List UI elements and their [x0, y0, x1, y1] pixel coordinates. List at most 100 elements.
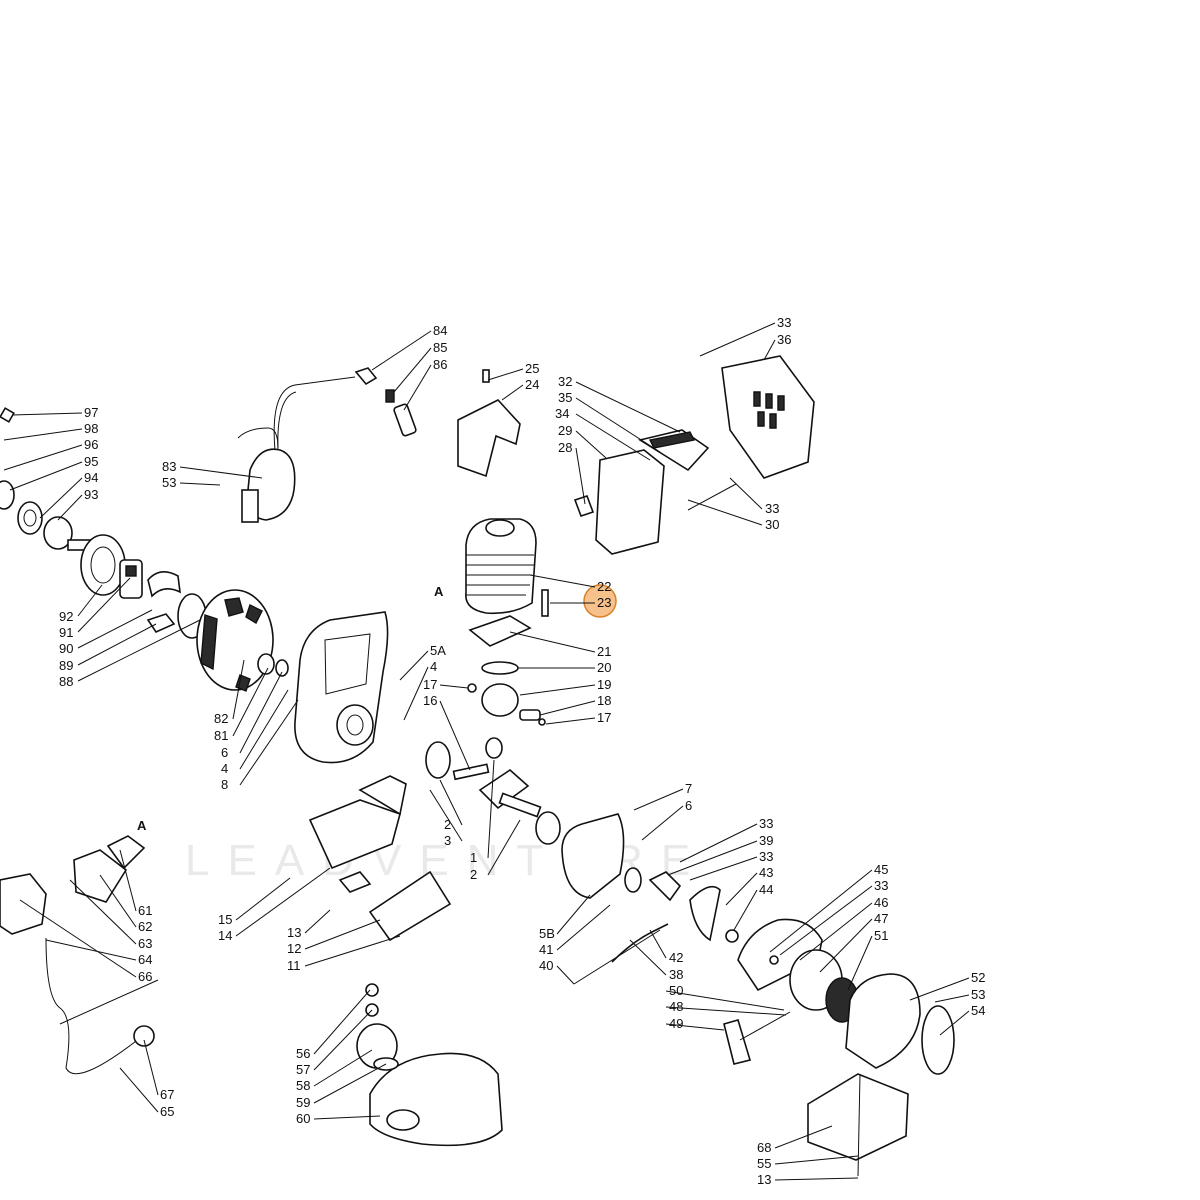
part-label[interactable]: 40 [539, 958, 553, 973]
part-label[interactable]: 92 [59, 609, 73, 624]
part-label[interactable]: 23 [597, 595, 611, 610]
part-label[interactable]: 50 [669, 983, 683, 998]
part-label[interactable]: 82 [214, 711, 228, 726]
part-label[interactable]: 6 [685, 798, 692, 813]
part-label[interactable]: 42 [669, 950, 683, 965]
part-label[interactable]: 2 [470, 867, 477, 882]
part-label[interactable]: 2 [444, 817, 451, 832]
part-label[interactable]: 46 [874, 895, 888, 910]
part-label[interactable]: 66 [138, 969, 152, 984]
part-label[interactable]: 84 [433, 323, 447, 338]
part-label[interactable]: 81 [214, 728, 228, 743]
part-label[interactable]: 43 [759, 865, 773, 880]
part-label[interactable]: 35 [558, 390, 572, 405]
leader-line [9, 461, 83, 491]
part-label[interactable]: 33 [777, 315, 791, 330]
part-label[interactable]: 33 [874, 878, 888, 893]
part-label[interactable]: 33 [759, 816, 773, 831]
leader-line [729, 477, 763, 510]
part-label[interactable]: 6 [221, 745, 228, 760]
leader-line [629, 939, 667, 976]
part-label[interactable]: 24 [525, 377, 539, 392]
part-label[interactable]: 57 [296, 1062, 310, 1077]
part-label[interactable]: 93 [84, 487, 98, 502]
part-label[interactable]: 90 [59, 641, 73, 656]
part-label[interactable]: 5A [430, 643, 446, 658]
leader-line [179, 482, 221, 486]
part-label[interactable]: 21 [597, 644, 611, 659]
part-label[interactable]: 39 [759, 833, 773, 848]
part-label[interactable]: 14 [218, 928, 232, 943]
part-label[interactable]: 53 [162, 475, 176, 490]
part-label[interactable]: 17 [597, 710, 611, 725]
part-label[interactable]: 33 [759, 849, 773, 864]
leader-line [77, 609, 153, 649]
part-label[interactable]: 97 [84, 405, 98, 420]
part-label[interactable]: 94 [84, 470, 98, 485]
part-label[interactable]: 8 [221, 777, 228, 792]
part-label[interactable]: 88 [59, 674, 73, 689]
part-label[interactable]: 25 [525, 361, 539, 376]
part-label[interactable]: 61 [138, 903, 152, 918]
part-label[interactable]: 29 [558, 423, 572, 438]
part-label[interactable]: 33 [765, 501, 779, 516]
part-label[interactable]: 28 [558, 440, 572, 455]
part-label[interactable]: 51 [874, 928, 888, 943]
part-label[interactable]: 53 [971, 987, 985, 1002]
part-label[interactable]: 67 [160, 1087, 174, 1102]
part-label[interactable]: 65 [160, 1104, 174, 1119]
leader-line [69, 879, 137, 945]
part-label[interactable]: 12 [287, 941, 301, 956]
part-label[interactable]: 5B [539, 926, 555, 941]
part-label[interactable]: 18 [597, 693, 611, 708]
part-label[interactable]: 11 [287, 958, 301, 973]
part-label[interactable]: 96 [84, 437, 98, 452]
part-label[interactable]: 49 [669, 1016, 683, 1031]
part-label[interactable]: 15 [218, 912, 232, 927]
part-label[interactable]: 41 [539, 942, 553, 957]
part-label[interactable]: 16 [423, 693, 437, 708]
part-label[interactable]: 64 [138, 952, 152, 967]
part-label[interactable]: 13 [757, 1172, 771, 1187]
leader-line [235, 867, 331, 937]
part-label[interactable]: 55 [757, 1156, 771, 1171]
part-label[interactable]: 47 [874, 911, 888, 926]
part-label[interactable]: 48 [669, 999, 683, 1014]
part-label[interactable]: 68 [757, 1140, 771, 1155]
part-label[interactable]: 44 [759, 882, 773, 897]
part-label[interactable]: 22 [597, 579, 611, 594]
part-label[interactable]: 58 [296, 1078, 310, 1093]
muffler [573, 355, 815, 555]
part-label[interactable]: 95 [84, 454, 98, 469]
part-label[interactable]: 34 [555, 406, 569, 421]
part-label[interactable]: 62 [138, 919, 152, 934]
leader-line [119, 1067, 159, 1113]
part-label[interactable]: 45 [874, 862, 888, 877]
part-label[interactable]: 59 [296, 1095, 310, 1110]
part-label[interactable]: 20 [597, 660, 611, 675]
part-label[interactable]: 19 [597, 677, 611, 692]
part-label[interactable]: 60 [296, 1111, 310, 1126]
part-label[interactable]: 7 [685, 781, 692, 796]
part-label[interactable]: 63 [138, 936, 152, 951]
part-label[interactable]: 52 [971, 970, 985, 985]
part-label[interactable]: 89 [59, 658, 73, 673]
part-label[interactable]: 13 [287, 925, 301, 940]
part-label[interactable]: 98 [84, 421, 98, 436]
part-label[interactable]: 36 [777, 332, 791, 347]
part-label[interactable]: 86 [433, 357, 447, 372]
part-label[interactable]: 32 [558, 374, 572, 389]
part-label[interactable]: 54 [971, 1003, 985, 1018]
part-label[interactable]: 1 [470, 850, 477, 865]
part-label[interactable]: 85 [433, 340, 447, 355]
part-label[interactable]: 30 [765, 517, 779, 532]
part-label[interactable]: 17 [423, 677, 437, 692]
part-label[interactable]: 56 [296, 1046, 310, 1061]
part-label[interactable]: 38 [669, 967, 683, 982]
part-label[interactable]: 3 [444, 833, 451, 848]
part-label[interactable]: 4 [221, 761, 228, 776]
part-label[interactable]: 4 [430, 659, 437, 674]
part-label[interactable]: 91 [59, 625, 73, 640]
part-label[interactable]: 83 [162, 459, 176, 474]
leader-line [939, 1010, 970, 1036]
